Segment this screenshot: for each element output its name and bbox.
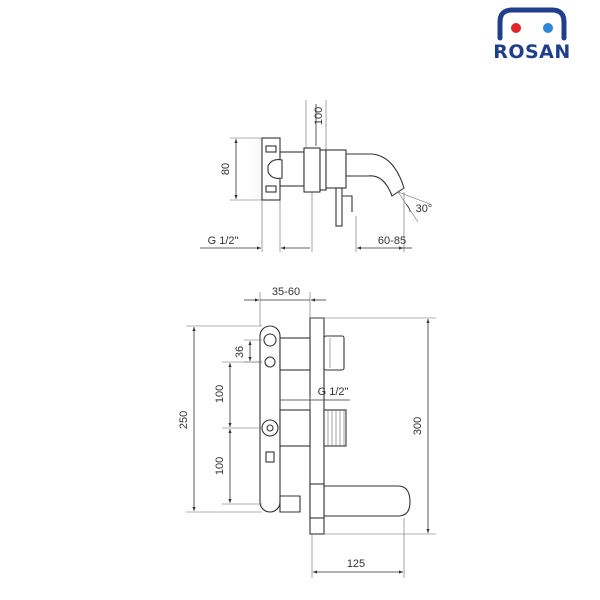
front-dim-upper: 36	[234, 346, 246, 358]
logo-arch-icon	[497, 7, 567, 41]
top-dim-angle: 30°	[416, 203, 433, 215]
logo-blue-dot-icon	[543, 23, 553, 33]
front-view: 35-60 36 100 100 250 G 1/2" 300 125	[178, 286, 436, 578]
front-dim-spacing-1: 100	[214, 385, 226, 403]
front-dim-plate-height: 300	[412, 417, 424, 435]
logo-red-dot-icon	[511, 23, 521, 33]
front-valve-body	[279, 409, 311, 447]
front-cartridge	[323, 409, 347, 447]
top-spout	[345, 153, 405, 197]
top-valve-body	[279, 151, 305, 187]
front-rail	[259, 325, 281, 513]
front-dim-spacing-2: 100	[214, 457, 226, 475]
top-dim-top: 100	[313, 107, 325, 125]
front-dim-depth: 35-60	[272, 286, 300, 298]
front-spout	[323, 485, 411, 517]
brand-logo: ROSAN	[493, 7, 571, 63]
front-dim-connection: G 1/2"	[318, 386, 349, 398]
top-handle	[325, 149, 347, 189]
logo-wordmark: ROSAN	[493, 41, 571, 63]
top-view: 80 100 G 1/2" 60-85 30°	[200, 100, 432, 252]
front-upper-body	[279, 337, 311, 371]
top-lever	[335, 187, 343, 227]
top-dim-height: 80	[220, 163, 232, 175]
front-diverter-knob	[323, 335, 345, 371]
top-dim-spout-reach: 60-85	[378, 235, 406, 247]
top-dim-connection: G 1/2"	[208, 235, 239, 247]
front-dim-spout-length: 125	[347, 558, 365, 570]
front-dim-total-height: 250	[178, 411, 190, 429]
